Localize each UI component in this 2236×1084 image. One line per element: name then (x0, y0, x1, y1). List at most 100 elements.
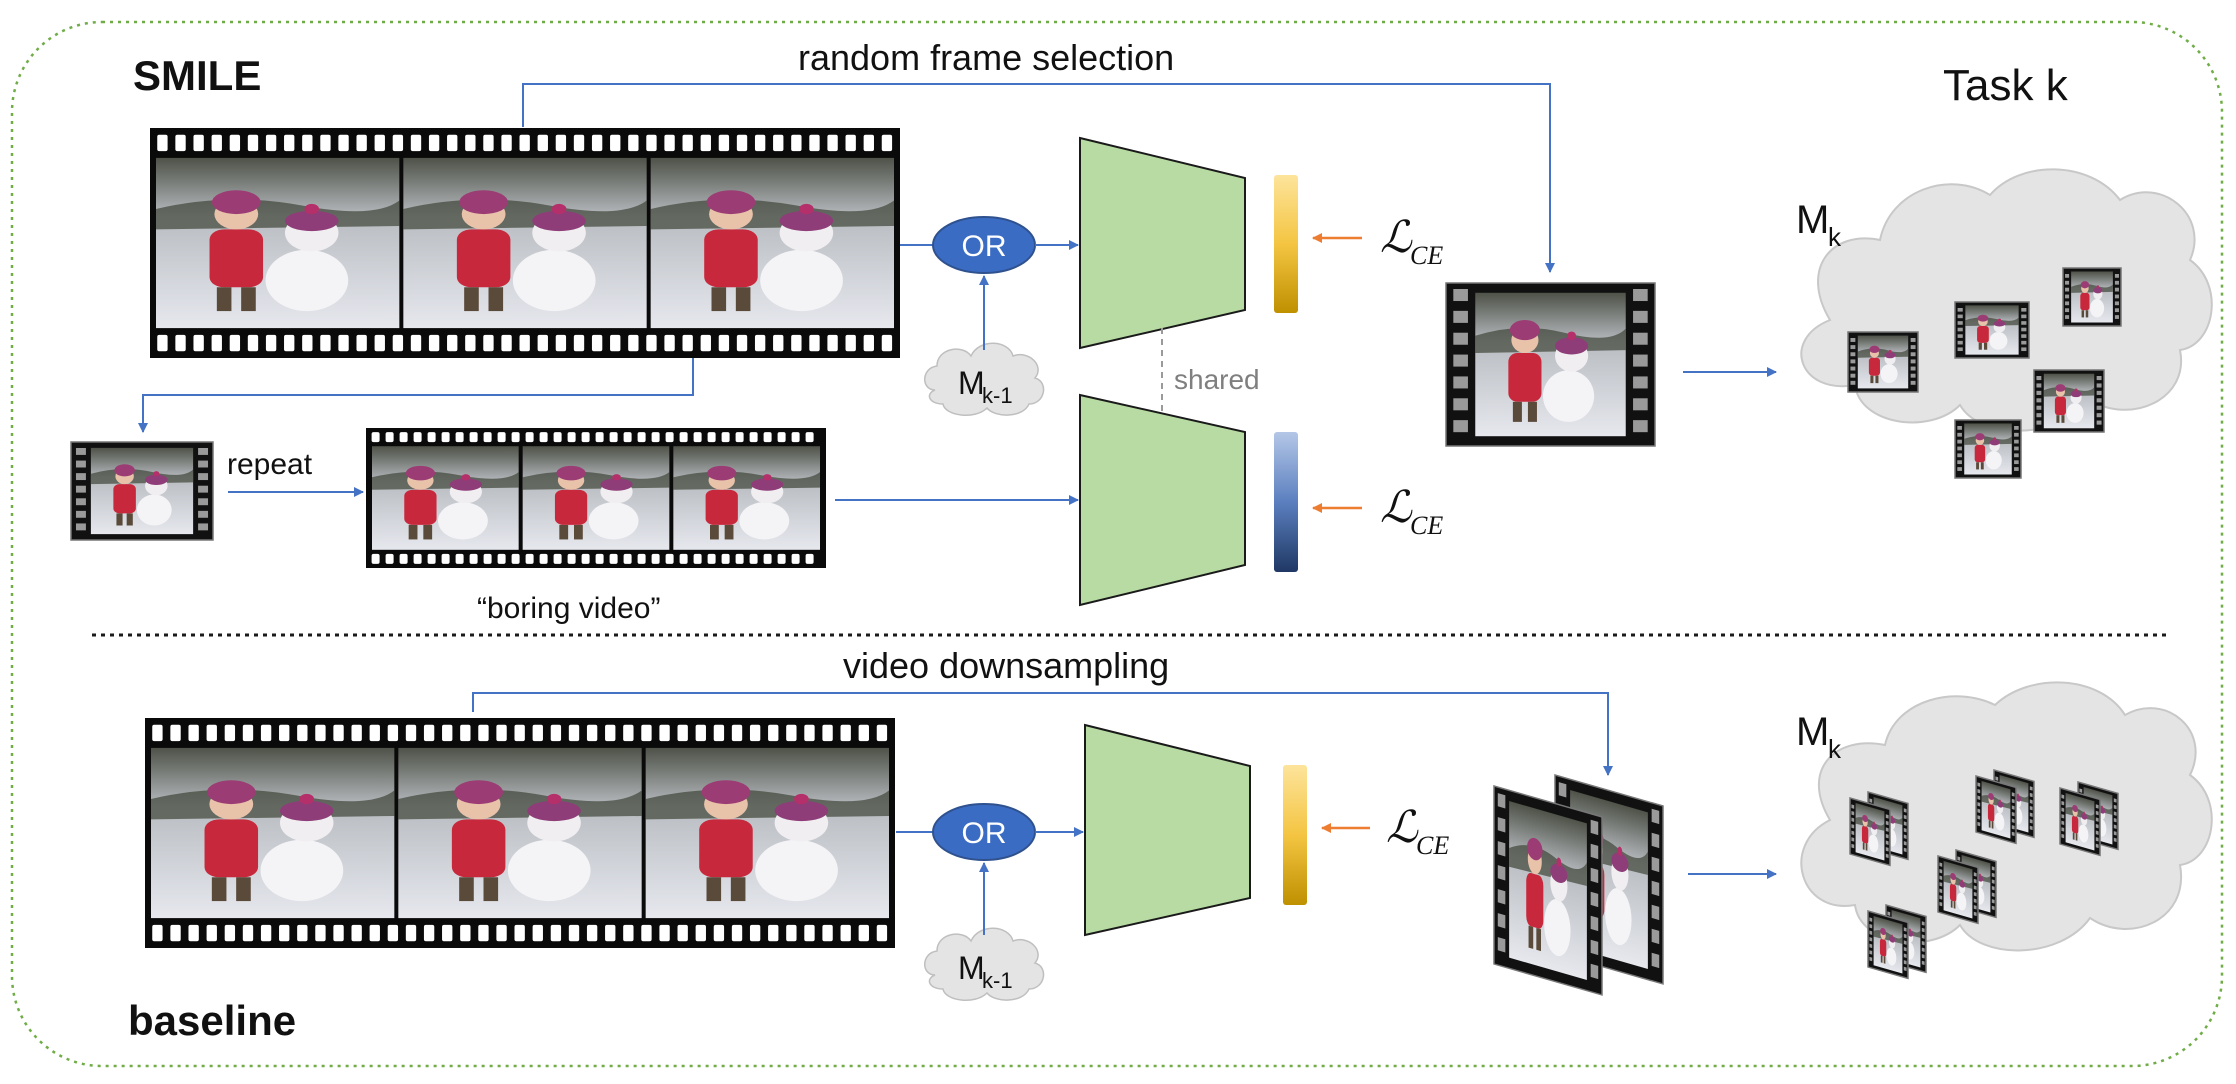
film-sprocket-hole (1957, 327, 1963, 332)
film-sprocket-hole (2029, 786, 2033, 791)
film-sprocket-hole (721, 432, 730, 443)
film-sprocket-hole (242, 724, 254, 742)
film-sprocket-hole (1558, 782, 1567, 798)
film-sprocket-hole (75, 523, 86, 531)
film-sprocket-hole (1939, 895, 1943, 900)
film-sprocket-hole (413, 432, 422, 443)
film-frame (151, 747, 395, 919)
film-sprocket-hole (1910, 366, 1916, 371)
film-sprocket-hole (315, 724, 326, 742)
film-sprocket-hole (1453, 289, 1468, 302)
film-sprocket-hole (845, 334, 856, 352)
film-sprocket-hole (840, 724, 851, 742)
film-sprocket-hole (1939, 875, 1943, 880)
film-frame (156, 157, 400, 329)
selected-frame (1445, 282, 1656, 447)
film-sprocket-hole (198, 485, 209, 493)
film-frame (403, 157, 647, 329)
film-sprocket-hole (1651, 904, 1660, 921)
film-sprocket-hole (2061, 827, 2065, 832)
film-sprocket-hole (1885, 840, 1889, 845)
film-sprocket-hole (2014, 446, 2019, 451)
film-sprocket-hole (374, 334, 385, 352)
film-sprocket-hole (198, 473, 209, 481)
film-sprocket-hole (75, 510, 86, 518)
film-sprocket-hole (1939, 862, 1943, 867)
film-sprocket-hole (1910, 345, 1916, 350)
film-sprocket-hole (682, 334, 693, 352)
film-sprocket-hole (791, 432, 800, 443)
film-sprocket-hole (1903, 847, 1907, 853)
film-sprocket-hole (229, 334, 241, 352)
film-sprocket-hole (1973, 872, 1977, 877)
film-sprocket-hole (441, 553, 450, 564)
film-sprocket-hole (460, 924, 471, 942)
film-sprocket-hole (665, 553, 674, 564)
encoder-middle (1079, 393, 1246, 607)
frame-image (1855, 802, 1885, 861)
memory-prev-main-bottom: M (958, 950, 985, 986)
film-sprocket-hole (682, 134, 693, 152)
film-sprocket-hole (1939, 888, 1943, 894)
film-sprocket-hole (483, 553, 492, 564)
film-sprocket-hole (664, 134, 675, 152)
film-sprocket-hole (2079, 788, 2083, 793)
film-sprocket-hole (478, 924, 489, 942)
film-sprocket-hole (1633, 354, 1648, 367)
film-sprocket-hole (496, 724, 507, 742)
film-sprocket-hole (1869, 950, 1873, 955)
film-sprocket-hole (525, 553, 534, 564)
film-sprocket-hole (1977, 808, 1981, 814)
film-sprocket-hole (247, 334, 259, 352)
film-sprocket-hole (1850, 338, 1856, 342)
film-sprocket-hole (441, 432, 450, 443)
film-sprocket-hole (1590, 867, 1599, 884)
film-sprocket-hole (413, 553, 422, 564)
film-sprocket-hole (2021, 308, 2027, 312)
film-sprocket-hole (297, 924, 308, 942)
film-sprocket-hole (460, 724, 471, 742)
film-sprocket-hole (1869, 917, 1873, 922)
encoder-top (1079, 136, 1246, 350)
film-sprocket-hole (2114, 301, 2119, 306)
film-sprocket-hole (385, 553, 394, 564)
film-sprocket-hole (399, 553, 408, 564)
film-sprocket-hole (749, 553, 758, 564)
film-sprocket-hole (483, 432, 492, 443)
film-sprocket-hole (265, 334, 277, 352)
film-sprocket-hole (405, 724, 417, 742)
film-sprocket-hole (2011, 818, 2015, 823)
film-sprocket-hole (537, 134, 548, 152)
memory-frame-pair-front (1975, 775, 2017, 845)
or-label-bottom: OR (962, 817, 1007, 850)
frame-image (2071, 271, 2113, 323)
film-sprocket-hole (260, 724, 272, 742)
film-frame (522, 446, 670, 550)
film-sprocket-hole (1850, 345, 1856, 350)
film-sprocket-hole (2011, 811, 2015, 817)
film-sprocket-hole (2096, 420, 2102, 425)
film-sprocket-hole (2036, 413, 2042, 418)
film-sprocket-hole (2036, 390, 2042, 395)
film-sprocket-hole (539, 432, 548, 443)
film-sprocket-hole (1885, 853, 1889, 859)
film-sprocket-hole (2096, 413, 2102, 418)
film-sprocket-hole (175, 334, 186, 352)
film-sprocket-hole (1973, 911, 1977, 917)
memory-label-top-sub: k (1828, 222, 1842, 252)
film-sprocket-hole (1887, 911, 1891, 916)
memory-frame-pair-front (1867, 910, 1909, 980)
film-sprocket-hole (2113, 837, 2117, 843)
film-sprocket-hole (700, 134, 711, 152)
film-sprocket-hole (75, 473, 86, 481)
film-sprocket-hole (827, 134, 838, 152)
film-frame (398, 747, 642, 919)
film-sprocket-hole (532, 924, 543, 942)
film-sprocket-hole (338, 134, 349, 152)
film-sprocket-hole (2096, 390, 2102, 395)
film-sprocket-hole (211, 334, 222, 352)
video-downsampling-arrow (472, 692, 1613, 776)
film-sprocket-hole (677, 724, 688, 742)
film-sprocket-hole (1991, 885, 1995, 891)
